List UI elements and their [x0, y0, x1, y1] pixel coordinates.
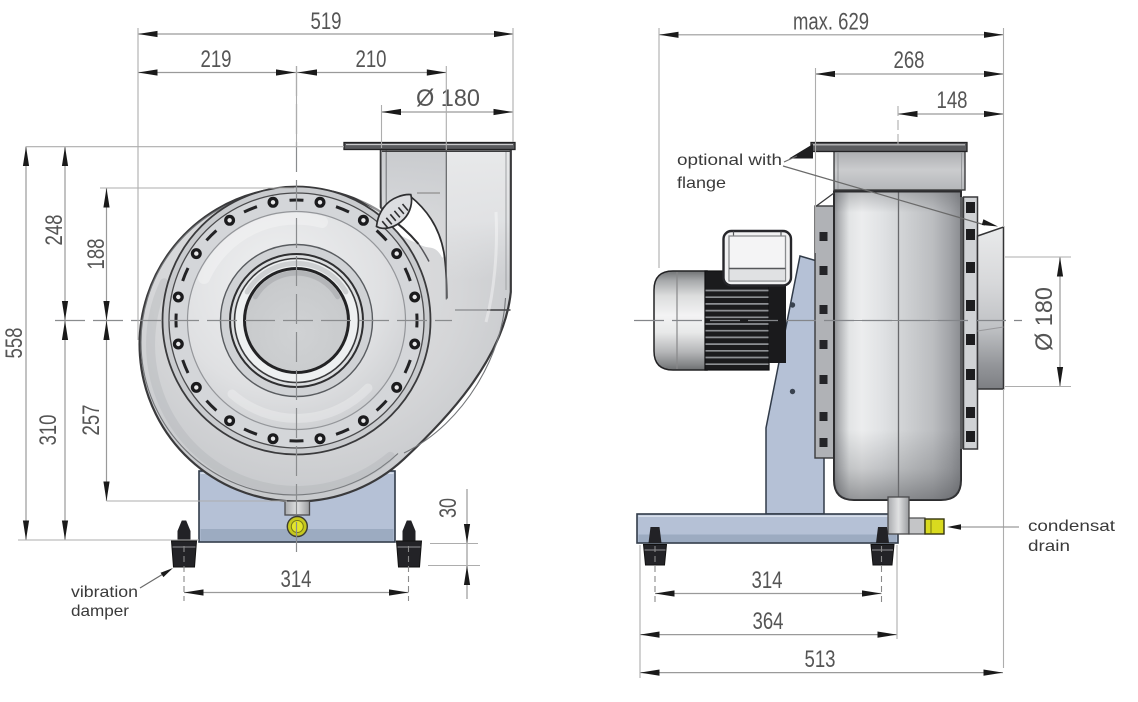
- svg-text:364: 364: [753, 608, 784, 635]
- svg-text:558: 558: [1, 328, 28, 359]
- svg-text:Ø 180: Ø 180: [416, 85, 480, 112]
- svg-text:519: 519: [311, 8, 342, 35]
- svg-text:219: 219: [201, 46, 232, 73]
- svg-text:268: 268: [894, 47, 925, 74]
- svg-text:314: 314: [281, 566, 312, 593]
- svg-text:257: 257: [78, 405, 105, 436]
- svg-text:Ø 180: Ø 180: [1031, 287, 1058, 351]
- svg-text:max. 629: max. 629: [793, 9, 869, 36]
- svg-text:188: 188: [83, 239, 110, 270]
- svg-text:248: 248: [41, 215, 68, 246]
- svg-text:513: 513: [805, 646, 836, 673]
- svg-text:flange: flange: [677, 175, 726, 192]
- svg-text:condensat: condensat: [1028, 518, 1116, 535]
- svg-text:vibration: vibration: [71, 584, 138, 601]
- svg-text:314: 314: [752, 567, 783, 594]
- svg-text:damper: damper: [71, 603, 130, 620]
- svg-text:drain: drain: [1028, 538, 1070, 555]
- svg-text:30: 30: [435, 498, 462, 518]
- svg-text:optional with: optional with: [677, 152, 782, 169]
- svg-text:210: 210: [356, 46, 387, 73]
- svg-text:310: 310: [35, 415, 62, 446]
- svg-text:148: 148: [937, 87, 968, 114]
